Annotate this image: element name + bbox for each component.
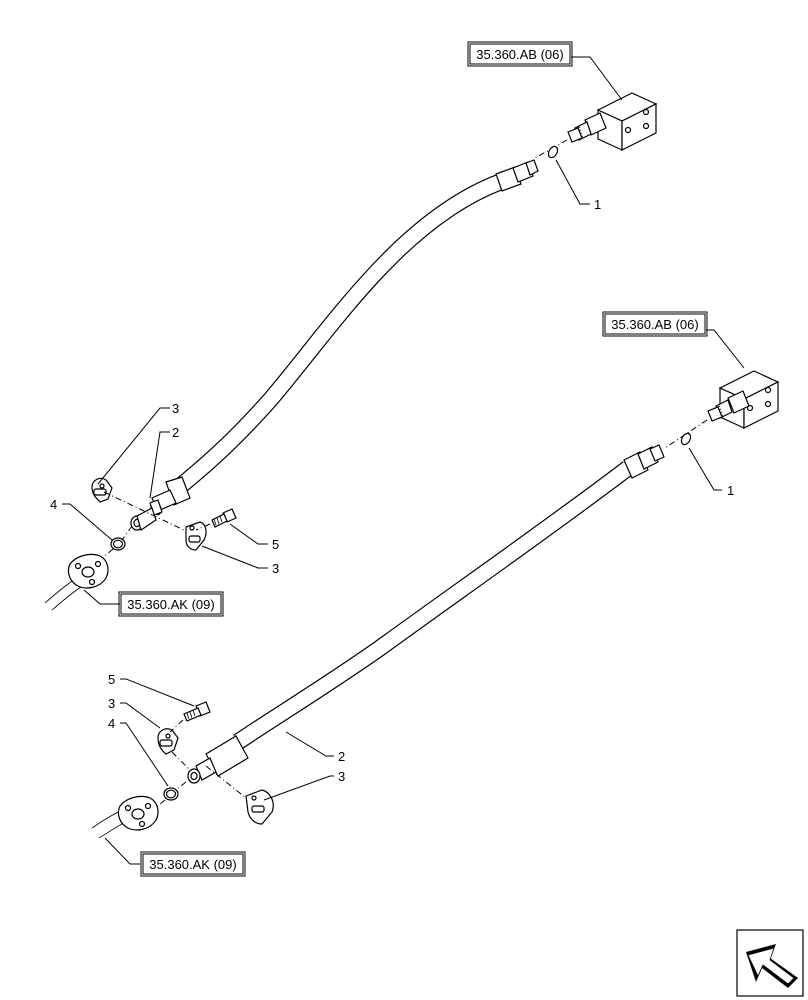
clamp-half-upper-top[interactable]: [91, 477, 113, 503]
pump-flange-upper[interactable]: [44, 553, 109, 611]
callout-lower-clamp-bottom: 3: [338, 769, 345, 784]
callout-upper-clamp-bottom: 3: [272, 561, 279, 576]
clamp-half-lower-top[interactable]: [157, 728, 179, 755]
valve-block-lower[interactable]: [707, 370, 780, 429]
callout-upper-clamp-top: 3: [172, 401, 179, 416]
clamp-half-lower-bottom[interactable]: [245, 789, 274, 825]
callout-lower-clamp-top: 3: [108, 696, 115, 711]
callout-lower-o-ring-valve: 1: [727, 483, 734, 498]
ref-label-pump-upper: 35.360.AK (09): [127, 597, 214, 612]
hose-lower[interactable]: [187, 444, 665, 784]
o-ring-lower-valve[interactable]: [680, 432, 693, 446]
arrow-icon[interactable]: [736, 929, 804, 997]
callout-lower-bolt: 5: [108, 672, 115, 687]
ref-label-pump-lower: 35.360.AK (09): [149, 857, 236, 872]
o-ring-upper-valve[interactable]: [547, 145, 560, 159]
pump-flange-lower[interactable]: [91, 795, 159, 839]
lower-assembly: [91, 329, 780, 865]
callout-upper-hose: 2: [172, 425, 179, 440]
ref-label-valve-upper: 35.360.AB (06): [476, 47, 563, 62]
valve-block-upper[interactable]: [567, 92, 658, 151]
upper-assembly: [44, 56, 658, 611]
ref-box-valve-upper[interactable]: 35.360.AB (06): [467, 41, 573, 67]
callout-upper-bolt: 5: [272, 537, 279, 552]
ref-box-pump-lower[interactable]: 35.360.AK (09): [140, 851, 246, 877]
ref-box-pump-upper[interactable]: 35.360.AK (09): [118, 591, 224, 617]
ref-box-valve-lower[interactable]: 35.360.AB (06): [602, 311, 708, 337]
callout-upper-o-ring-flange: 4: [50, 497, 57, 512]
bolt-upper[interactable]: [211, 508, 237, 528]
callout-lower-hose: 2: [338, 749, 345, 764]
ref-label-valve-lower: 35.360.AB (06): [611, 317, 698, 332]
callout-lower-o-ring-flange: 4: [108, 716, 115, 731]
callout-upper-o-ring-valve: 1: [594, 197, 601, 212]
hose-upper[interactable]: [130, 159, 539, 531]
clamp-half-upper-bottom[interactable]: [185, 521, 207, 551]
bolt-lower[interactable]: [183, 701, 211, 722]
